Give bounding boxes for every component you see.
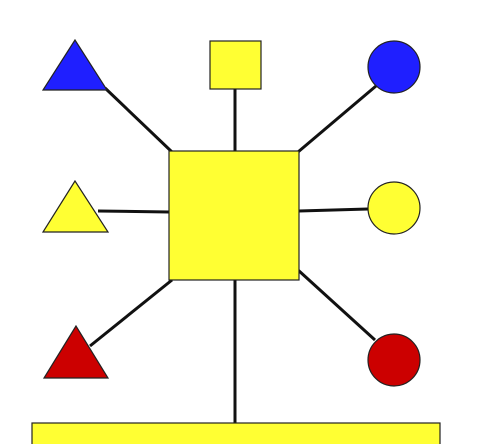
- circle-top-right: [367, 40, 421, 94]
- triangle-top-left: [41, 38, 109, 91]
- connector-bottom-left: [89, 278, 173, 348]
- connector-top-right: [297, 84, 377, 154]
- circle-bottom-right: [367, 333, 421, 387]
- triangle-mid-left: [41, 179, 110, 233]
- base-bar: [31, 422, 441, 444]
- connector-mid-right: [298, 207, 369, 213]
- square-top-center: [209, 40, 262, 90]
- connector-bottom-right: [296, 268, 377, 342]
- connector-top-left: [103, 86, 174, 154]
- circle-mid-right: [367, 181, 421, 235]
- center-square: [168, 150, 300, 281]
- triangle-bottom-left: [42, 324, 110, 379]
- connector-mid-left: [97, 209, 170, 214]
